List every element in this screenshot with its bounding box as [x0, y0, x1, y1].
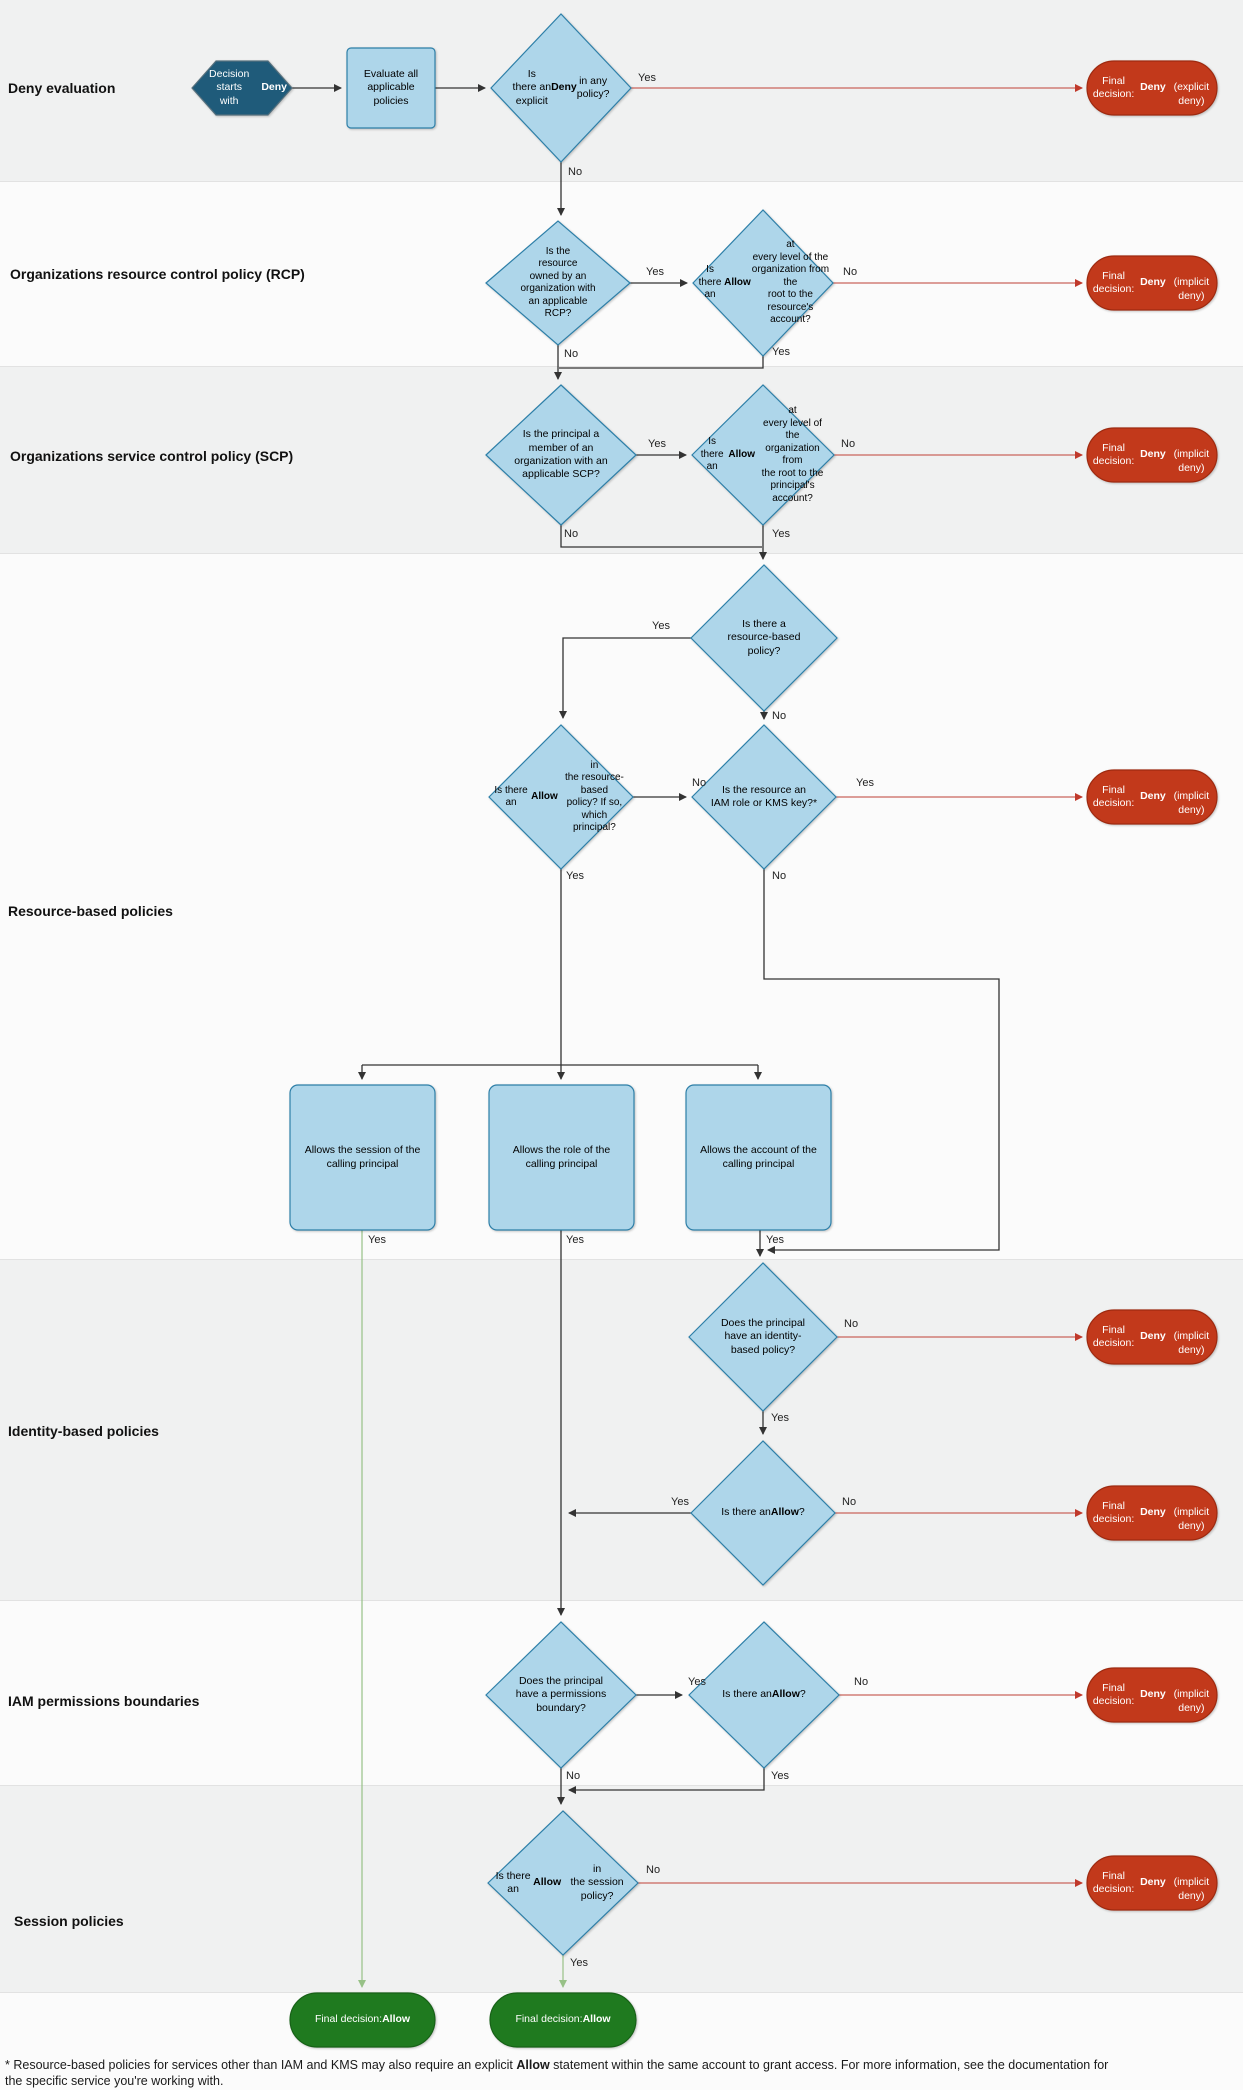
node-iam-kms-diamond	[691, 724, 837, 870]
node-scp-allow-diamond	[691, 384, 835, 526]
node-rbp-exists-diamond	[690, 564, 838, 712]
node-rbp-allow-diamond	[488, 724, 634, 870]
node-start-hexagon	[191, 60, 293, 116]
node-explicit-deny-diamond	[490, 13, 632, 163]
band-rcp	[0, 181, 1243, 367]
terminal-deny-scp	[1086, 427, 1218, 483]
edge-rcp-allow-yes-merge	[559, 356, 764, 369]
terminal-deny-identity-exists	[1086, 1309, 1218, 1365]
node-boundary-allow-diamond	[688, 1621, 840, 1769]
node-identity-allow-diamond	[690, 1440, 836, 1586]
edge-boundary-allow-yes-merge	[568, 1768, 765, 1794]
terminal-deny-session	[1086, 1855, 1218, 1911]
edge-scp-no-merge	[560, 525, 762, 548]
edge-iam-kms-no-route	[763, 869, 1000, 1254]
terminal-allow-session-policy	[489, 1992, 637, 2048]
node-allows-account-box	[685, 1084, 832, 1231]
footnote: * Resource-based policies for services o…	[5, 2058, 1109, 2088]
terminal-deny-boundary	[1086, 1667, 1218, 1723]
section-label-deny-evaluation: Deny evaluation	[8, 80, 116, 96]
node-allows-session-box	[289, 1084, 436, 1231]
band-identity-based	[0, 1259, 1243, 1601]
terminal-deny-explicit	[1086, 60, 1218, 116]
terminal-deny-rbp	[1086, 769, 1218, 825]
edge-rbp-exists-yes	[559, 637, 691, 719]
node-session-allow-diamond	[487, 1810, 639, 1956]
node-allows-role-box	[488, 1084, 635, 1231]
section-label-resource-based: Resource-based policies	[8, 903, 173, 919]
section-label-rcp: Organizations resource control policy (R…	[10, 266, 305, 282]
node-rcp-allow-diamond	[692, 209, 834, 357]
terminal-deny-rcp	[1086, 255, 1218, 311]
section-label-permissions-boundaries: IAM permissions boundaries	[8, 1693, 200, 1709]
node-evaluate-box	[346, 47, 436, 129]
section-label-session-policies: Session policies	[14, 1913, 124, 1929]
terminal-allow-session-box	[289, 1992, 436, 2048]
section-label-scp: Organizations service control policy (SC…	[10, 448, 294, 464]
node-scp-member-diamond	[485, 384, 637, 526]
node-boundary-exists-diamond	[485, 1621, 637, 1769]
section-label-identity-based: Identity-based policies	[8, 1423, 159, 1439]
node-identity-exists-diamond	[688, 1262, 838, 1412]
node-rcp-applicable-diamond	[485, 220, 631, 346]
terminal-deny-identity-allow	[1086, 1485, 1218, 1541]
